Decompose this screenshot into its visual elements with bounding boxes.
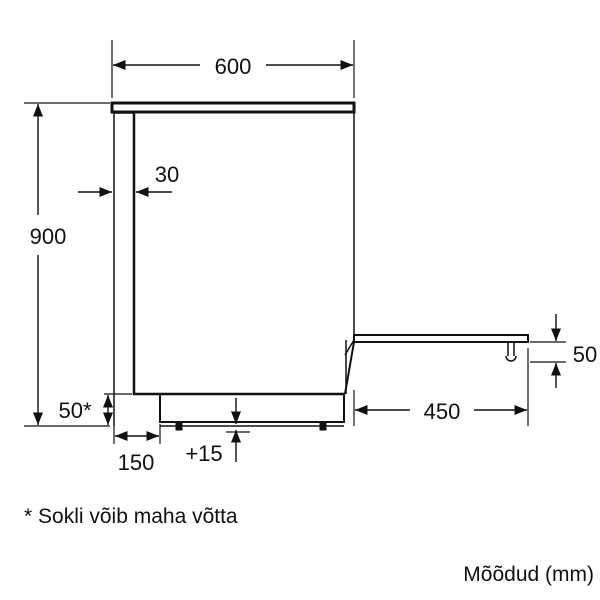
dimension-door-height: 50 xyxy=(530,314,597,388)
plinth-footnote: * Sokli võib maha võtta xyxy=(24,505,238,528)
plinth-height-label: 50* xyxy=(58,398,91,423)
dimension-door-depth: 450 xyxy=(353,348,529,426)
worktop xyxy=(110,101,356,114)
dimension-plinth-height: 50* xyxy=(58,393,132,425)
door-depth-label: 450 xyxy=(424,399,461,424)
dimension-foot-adjust: +15 xyxy=(185,398,250,466)
dimension-plinth-setback: 150 xyxy=(113,424,161,475)
door-handle xyxy=(505,342,517,362)
side-gap-label: 30 xyxy=(155,162,179,187)
width-label: 600 xyxy=(215,54,252,79)
dimension-width: 600 xyxy=(111,40,355,98)
plinth xyxy=(159,393,345,423)
units-label: Mõõdud (mm) xyxy=(463,563,594,586)
open-door xyxy=(353,334,529,343)
dimension-height: 900 xyxy=(24,102,110,427)
appliance-outline xyxy=(110,101,529,431)
door-height-label: 50 xyxy=(573,342,597,367)
height-label: 900 xyxy=(30,224,67,249)
dimension-side-gap: 30 xyxy=(78,162,179,198)
foot-adjust-label: +15 xyxy=(185,441,222,466)
plinth-setback-label: 150 xyxy=(118,450,155,475)
cabinet-body xyxy=(132,113,345,396)
